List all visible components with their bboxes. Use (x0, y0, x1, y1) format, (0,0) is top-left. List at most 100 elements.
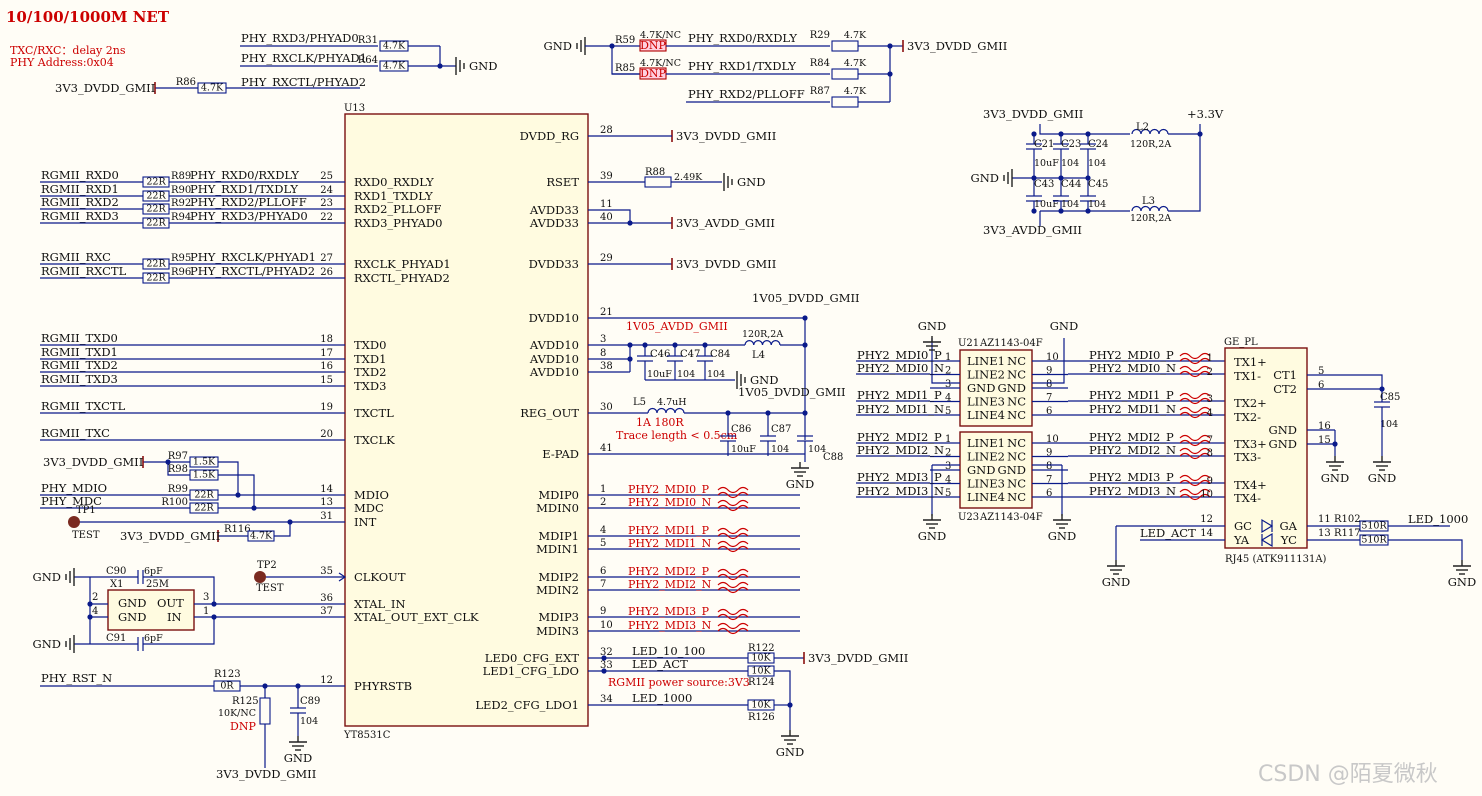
rj45-pin-name: CT2 (1273, 382, 1297, 396)
rj45-pin-name: TX4- (1234, 491, 1261, 505)
u13-pin-name: AVDD33 (529, 216, 579, 230)
l5-value2: 1A 180R (636, 416, 684, 429)
cap-value: 104 (771, 444, 789, 455)
junction-dot (627, 220, 633, 226)
mdi-rj45-net: PHY2_MDI3_P (1089, 470, 1174, 484)
strap-ref: R86 (176, 77, 196, 88)
u13-pin-name: MDIP0 (538, 488, 579, 502)
esd-pin-number: 3 (945, 461, 951, 472)
u13-pin-number: 7 (600, 579, 606, 590)
esd-pin-number: 5 (945, 488, 951, 499)
mdio-wire (218, 461, 239, 495)
rj45-pin-number: 10 (1200, 489, 1213, 500)
xtal-pin-name: GND (118, 596, 146, 610)
junction-dot (87, 601, 93, 607)
series-resistor-value: 22R (146, 204, 166, 215)
u13-pin-number: 2 (600, 497, 606, 508)
phy-net: PHY_RXCTL/PHYAD2 (190, 264, 315, 278)
inductor-l5 (647, 407, 685, 414)
rj45-pin-name: CT1 (1273, 368, 1297, 382)
led-resistor-value: 510R (1361, 535, 1387, 546)
int-resistor-ref: R116 (224, 524, 251, 535)
esd-pin-name: NC (1007, 436, 1026, 450)
led-resistor-ref: R102 (1334, 514, 1361, 525)
u13-pin-name: PHYRSTB (354, 679, 412, 693)
mdi-rj45-net: PHY2_MDI2_N (1089, 443, 1176, 457)
esd-pin-number: 2 (945, 448, 951, 459)
int-resistor-value: 4.7K (250, 531, 273, 542)
xtal-pin-number: 2 (92, 592, 98, 603)
xtal-pin-number: 1 (203, 606, 209, 617)
ic-u13 (344, 113, 589, 727)
diff-pair-mark (1179, 474, 1211, 482)
int-wire (274, 522, 291, 537)
gnd-1v-caps: GND (750, 373, 778, 387)
diff-pair-mark (1179, 411, 1211, 419)
led-resistor-value: 10K (751, 653, 771, 664)
dnp-net: PHY_RXD0/RXDLY (688, 31, 797, 45)
u13-pin-name: RXD2_PLLOFF (354, 202, 442, 216)
tp1-ref: TP1 (76, 505, 96, 516)
esd-pin-name: NC (1007, 408, 1026, 422)
u13-pin-name: AVDD33 (529, 203, 579, 217)
u13-pin-name: RXCLK_PHYAD1 (354, 257, 451, 271)
gnd-c85: GND (1368, 471, 1396, 485)
diff-pair-mark (1179, 357, 1211, 365)
u13-pin-name: MDIN1 (536, 542, 579, 556)
decoupling-power-3v3: +3.3V (1187, 107, 1224, 121)
mdi-net: PHY2_MDI0_P (628, 483, 710, 496)
pullup-resistor-value: 1.5K (193, 457, 216, 468)
reset-net: PHY_RST_N (41, 671, 112, 685)
series-resistor-value: 22R (194, 490, 214, 501)
cap-value: 104 (1380, 419, 1398, 430)
esd-pin-name: NC (1007, 354, 1026, 368)
rgmii-tx-net: RGMII_TXD2 (41, 358, 118, 372)
junction-dot (1031, 208, 1037, 214)
rgmii-tx-net: RGMII_TXCTL (41, 399, 126, 413)
rj45-led-pin: YC (1280, 533, 1297, 547)
esd-pin-name: NC (1007, 477, 1026, 491)
reset-power-label: 3V3_DVDD_GMII (216, 767, 316, 781)
rj45-pin-number: 7 (1207, 435, 1213, 446)
junction-dot (262, 683, 268, 689)
ic-u13-part: YT8531C (343, 730, 391, 741)
junction-dot (787, 702, 793, 708)
diff-pair-mark (1179, 406, 1211, 414)
diff-pair-mark (1179, 447, 1211, 455)
junction-dot (601, 668, 607, 674)
u13-pin-number: 29 (600, 253, 613, 264)
junction-dot (627, 356, 633, 362)
rj45-pin-name: TX2+ (1234, 396, 1267, 410)
u13-pin-number: 20 (320, 429, 333, 440)
esd-pin-number: 7 (1046, 475, 1052, 486)
dnp-net: PHY_RXD2/PLLOFF (688, 87, 805, 101)
gnd-esd-3: GND (918, 529, 946, 543)
cap-ref: C90 (106, 566, 126, 577)
junction-dot (211, 601, 217, 607)
rj45-led-pin: GC (1234, 519, 1252, 533)
u13-pin-number: 35 (320, 566, 333, 577)
u13-pin-number: 30 (600, 402, 613, 413)
u13-pin-name: XTAL_OUT_EXT_CLK (354, 610, 479, 624)
series-resistor-value: 22R (146, 259, 166, 270)
rset-value: 2.49K (674, 172, 703, 183)
mdi-net: PHY2_MDI3_P (628, 605, 710, 618)
mdi-net: PHY2_MDI1_N (628, 537, 712, 550)
phy-net: PHY_RXD1/TXDLY (190, 182, 298, 196)
junction-dot (642, 342, 648, 348)
diff-pair-mark (1179, 434, 1211, 442)
l2-ref: L2 (1136, 122, 1149, 133)
u13-pin-name: LED1_CFG_LDO (483, 664, 579, 678)
diff-pair-mark (717, 627, 749, 635)
u13-pin-number: 27 (320, 253, 333, 264)
u13-pin-name: MDC (354, 501, 384, 515)
u13-pin-number: 23 (320, 198, 333, 209)
junction-dot (1332, 441, 1338, 447)
u13-pin-name: DVDD10 (529, 311, 579, 325)
strap-resistor-value: 4.7K (383, 61, 406, 72)
u13-pin-number: 17 (320, 348, 333, 359)
diff-pair-mark (717, 491, 749, 499)
l3-ref: L3 (1142, 196, 1155, 207)
esd-pin-number: 7 (1046, 393, 1052, 404)
cap-value: 10uF (1034, 158, 1059, 169)
